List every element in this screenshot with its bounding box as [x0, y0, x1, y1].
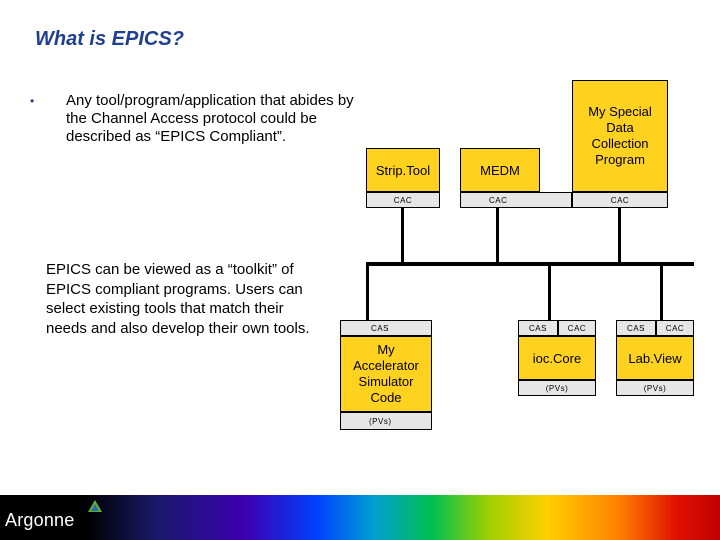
toolkit-paragraph: EPICS can be viewed as a “toolkit” of EP… [46, 261, 310, 337]
medm-box: MEDM [460, 148, 540, 192]
ioc-cas: CAS [518, 320, 558, 336]
simulator-cas: CAS [340, 320, 432, 336]
labview-cas: CAS [616, 320, 656, 336]
channel-access-bus [366, 262, 694, 266]
argonne-logo: Argonne [5, 510, 75, 530]
striptool-box: Strip.Tool [366, 148, 440, 192]
medm-connector [496, 208, 499, 264]
argonne-logo-icon [88, 500, 102, 512]
special-program-cac: CAC [572, 192, 668, 208]
special-program-connector [618, 208, 621, 264]
labview-box: Lab.View [616, 336, 694, 380]
special-program-label: My Special Data Collection Program [588, 104, 652, 167]
labview-pvs: (PVs) [616, 380, 694, 396]
striptool-connector [401, 208, 404, 264]
simulator-label: My Accelerator Simulator Code [353, 342, 419, 405]
labview-connector [660, 264, 663, 320]
medm-cac: CAC [460, 192, 572, 208]
ioc-cac: CAC [558, 320, 596, 336]
striptool-cac: CAC [366, 192, 440, 208]
ioc-box: ioc.Core [518, 336, 596, 380]
labview-label: Lab.View [628, 350, 682, 366]
footer-bar [0, 495, 720, 540]
ioc-connector [548, 264, 551, 320]
simulator-pvs: (PVs) [340, 412, 432, 430]
special-program-box: My Special Data Collection Program [572, 80, 668, 192]
slide-title: What is EPICS? [35, 28, 184, 50]
bullet-icon: • [30, 94, 35, 108]
medm-label: MEDM [480, 162, 520, 178]
simulator-connector [366, 264, 369, 320]
ioc-pvs: (PVs) [518, 380, 596, 396]
striptool-label: Strip.Tool [375, 162, 431, 178]
labview-cac: CAC [656, 320, 694, 336]
page-number: 11 [684, 484, 695, 495]
ioc-label: ioc.Core [532, 350, 582, 366]
bullet-text: Any tool/program/application that abides… [66, 92, 354, 145]
simulator-box: My Accelerator Simulator Code [340, 336, 432, 412]
